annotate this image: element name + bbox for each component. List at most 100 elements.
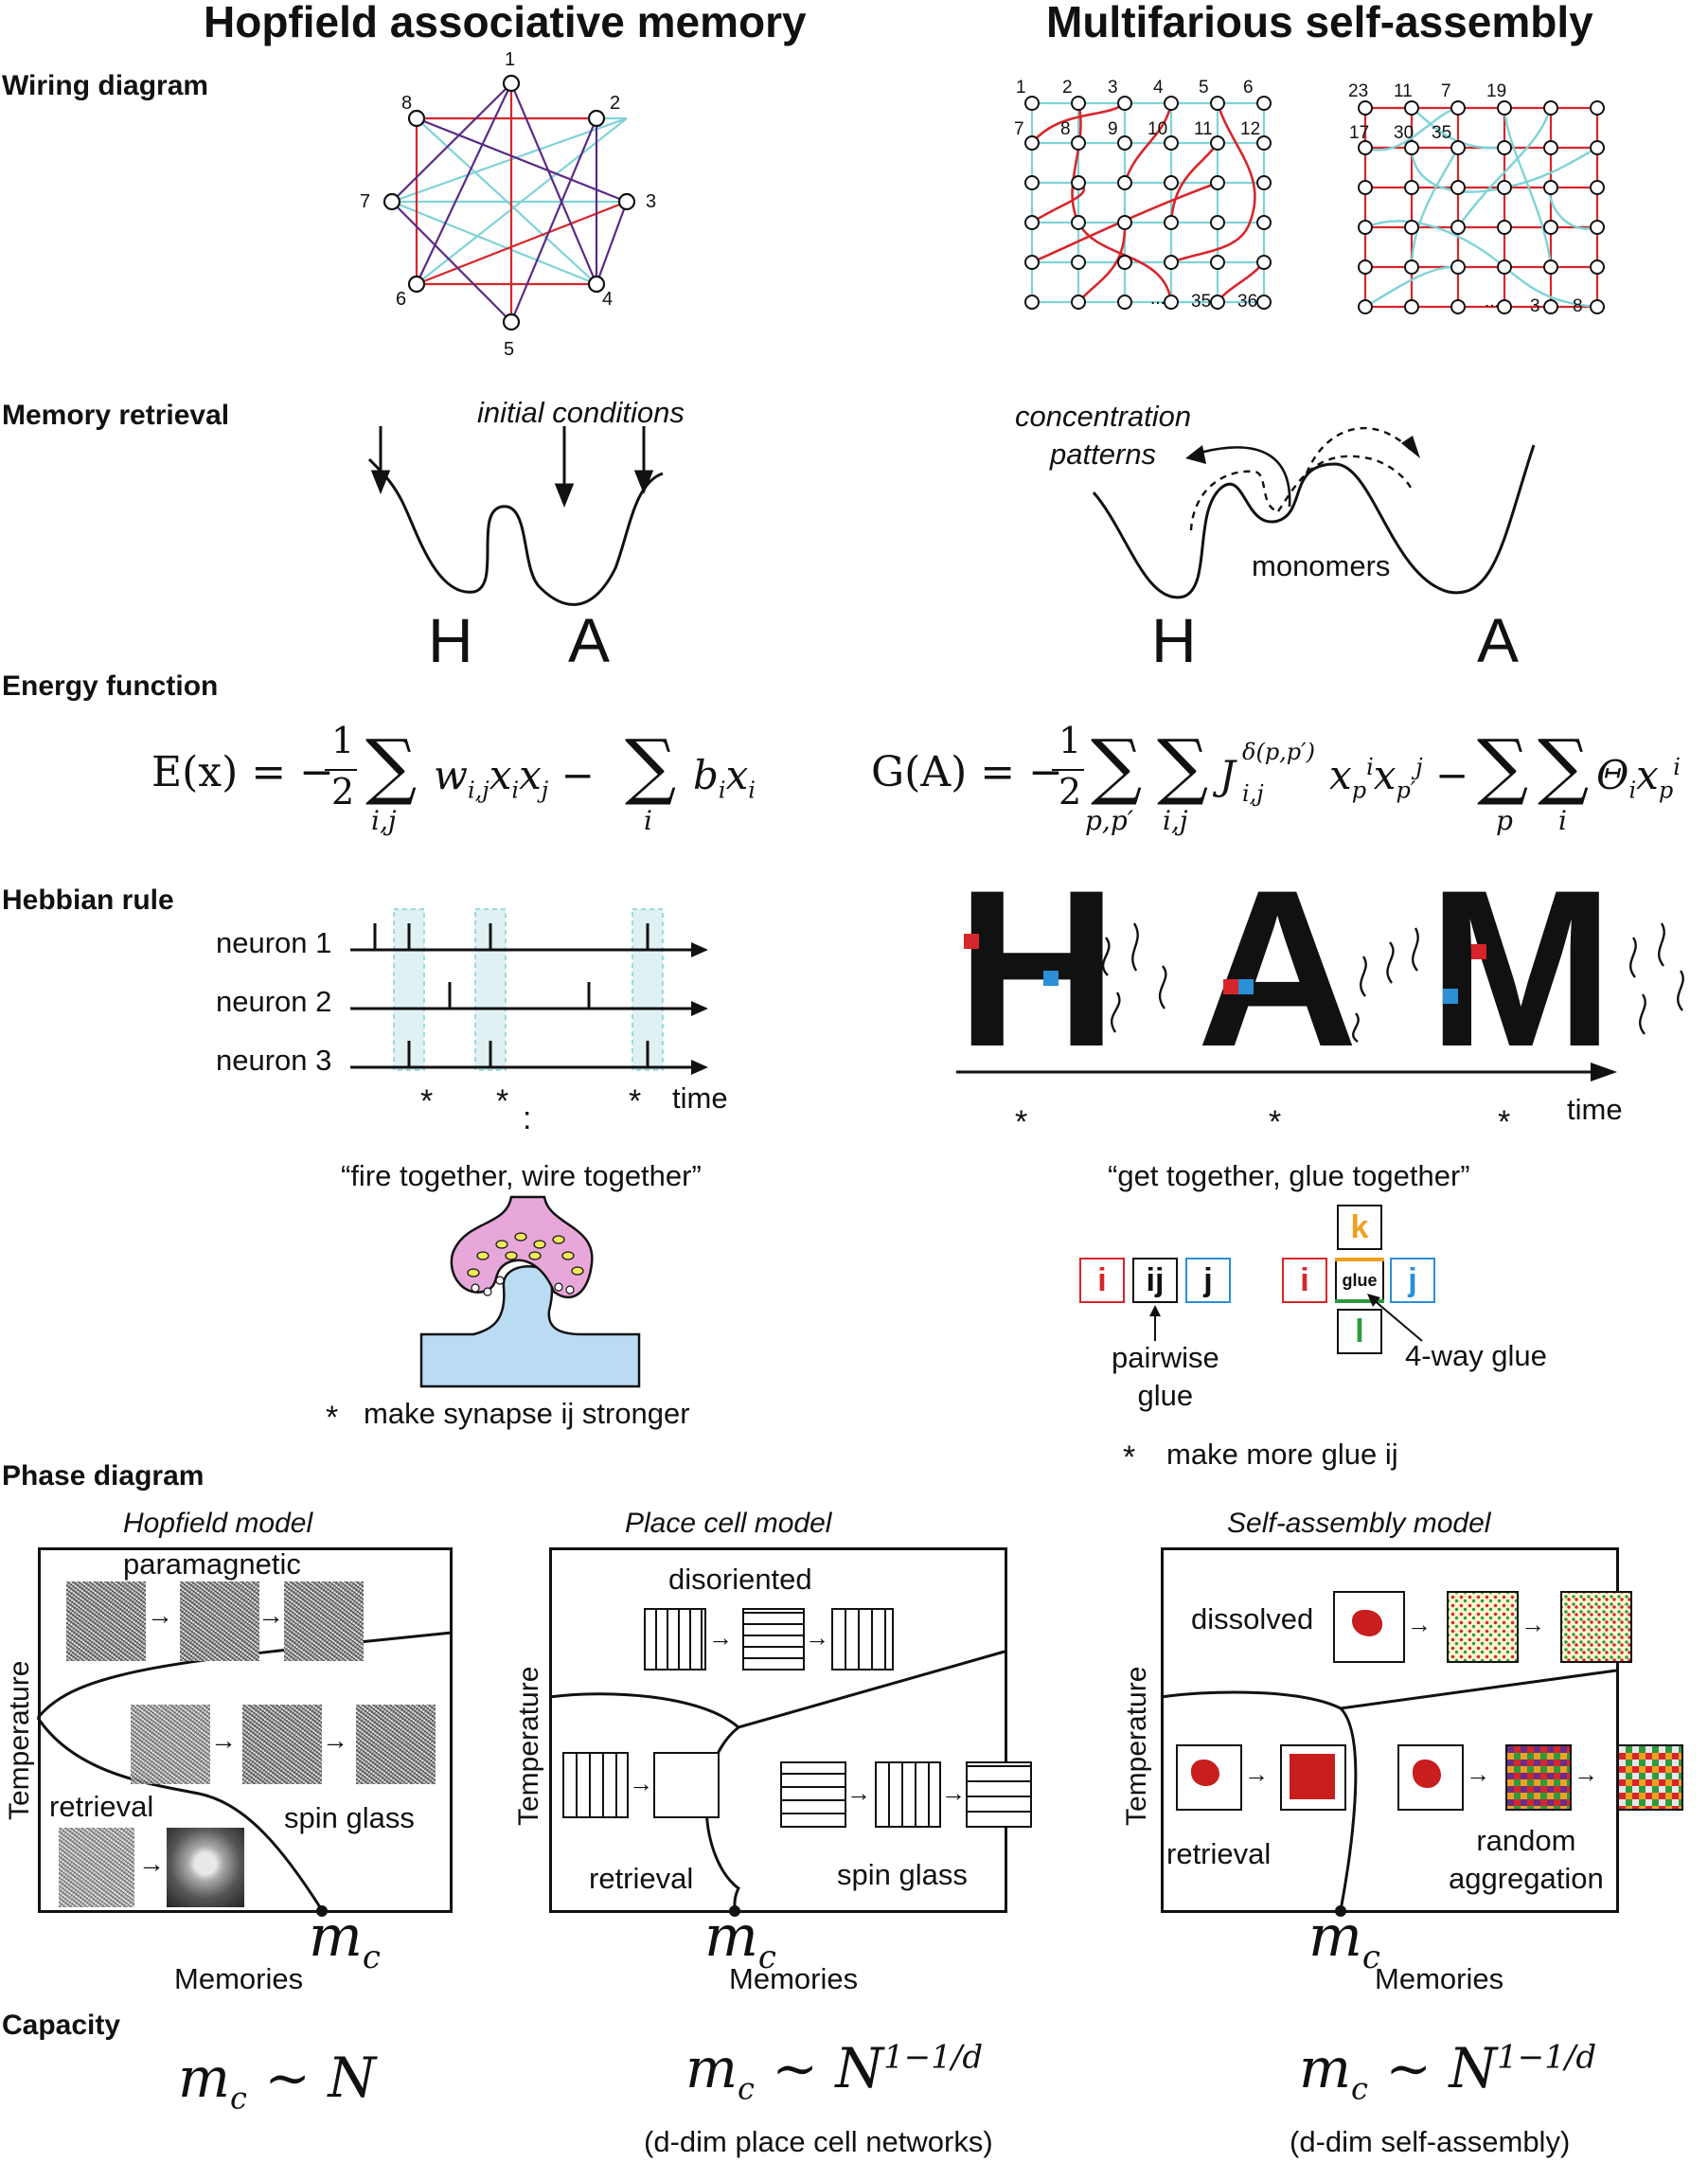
theta-term: Θixpi xyxy=(1596,752,1681,804)
sum-sign: ∑ xyxy=(625,724,677,808)
bias-term: bixi xyxy=(693,752,756,804)
grid-label: 35 xyxy=(1432,123,1452,143)
self-assembly-capacity-note: (d-dim self-assembly) xyxy=(1290,2125,1571,2158)
self-assembly-capacity: mc ∼ N1−1/d xyxy=(1299,2036,1596,2107)
sum-sign: ∑ xyxy=(1157,724,1209,808)
coincidence-star: * xyxy=(496,1083,509,1119)
mc-symbol: m xyxy=(704,1903,758,1970)
grid-label: 17 xyxy=(1349,123,1370,143)
sum-index: i xyxy=(1558,805,1567,836)
arrow-icon: → xyxy=(629,1769,653,1797)
energy-landscape-hopfield xyxy=(367,426,664,606)
pairwise-glue-label: pairwise glue xyxy=(1112,1341,1219,1412)
memories-axis-label: Memories xyxy=(1375,1962,1504,1995)
fourway-arrow xyxy=(1367,1294,1423,1342)
place-phase-frame xyxy=(549,1547,1007,1913)
tile-i: i xyxy=(1079,1258,1125,1303)
temperature-axis-label: Temperature xyxy=(513,1666,544,1826)
mc-label: mc xyxy=(1308,1903,1380,1976)
grid-label: 9 xyxy=(1108,119,1118,139)
mc-label: mc xyxy=(704,1903,776,1976)
grid-label: 7 xyxy=(1014,119,1024,139)
sum-index: p,p′ xyxy=(1085,805,1134,836)
hopfield-capacity: mc ∼ N xyxy=(178,2046,376,2117)
basin-H-right: H xyxy=(1151,605,1197,675)
section-wiring: Wiring diagram xyxy=(2,70,209,101)
energy-landscape-assembly xyxy=(1092,426,1536,599)
arrow-icon: → xyxy=(1574,1760,1598,1788)
sum-index: i xyxy=(644,805,652,836)
place-capacity: mc ∼ N1−1/d xyxy=(685,2036,983,2107)
mc-subscript: c xyxy=(1361,1939,1380,1976)
fourway-glue-label: 4-way glue xyxy=(1405,1339,1547,1372)
pairwise-arrow xyxy=(1149,1305,1161,1341)
synapse-note: make synapse ij stronger xyxy=(364,1397,690,1430)
assembly-icon xyxy=(1397,1744,1464,1811)
mc-symbol: m xyxy=(1308,1903,1362,1970)
tile-l: l xyxy=(1337,1309,1382,1354)
section-phase: Phase diagram xyxy=(2,1460,205,1492)
frac-bar xyxy=(325,769,357,771)
grid-label: 8 xyxy=(1573,296,1583,316)
self-assembly-model-title: Self-assembly model xyxy=(1227,1508,1491,1539)
weight-term: wi,jxixj − xyxy=(434,752,595,804)
dissolved-label: dissolved xyxy=(1191,1602,1314,1635)
hopfield-phase-frame xyxy=(38,1547,453,1913)
spin-glass-label: spin glass xyxy=(837,1858,968,1891)
disoriented-label: disoriented xyxy=(668,1563,812,1596)
frac-num: 1 xyxy=(331,720,355,761)
random-aggregate xyxy=(1505,1744,1572,1811)
concentration-patterns-label: concentration patterns xyxy=(1015,400,1192,471)
maze-icon xyxy=(742,1608,805,1671)
coupling-sup: δ(p,p′) xyxy=(1242,739,1315,765)
temperature-axis-label: Temperature xyxy=(4,1660,35,1820)
section-retrieval: Memory retrieval xyxy=(2,400,230,431)
grid-label: 10 xyxy=(1148,119,1168,139)
sum-sign: ∑ xyxy=(1091,724,1143,808)
frac-den: 2 xyxy=(331,771,355,813)
maze-icon xyxy=(831,1608,894,1671)
maze-icon xyxy=(875,1761,941,1828)
mc-symbol: m xyxy=(1299,2036,1351,2100)
grid-label: 6 xyxy=(1243,78,1254,98)
node-label: 2 xyxy=(610,93,621,114)
node-label: 6 xyxy=(396,289,407,310)
x-term: xpixp′j − xyxy=(1329,752,1469,804)
maze-icon xyxy=(966,1761,1032,1828)
sum-sign: ∑ xyxy=(1477,724,1529,808)
hopfield-energy-equation: E(x) = − 1 2 ∑ i,j wi,jxixj − ∑ i bixi xyxy=(151,720,776,852)
retrieval-label: retrieval xyxy=(1166,1837,1272,1870)
arrow-icon: → xyxy=(138,1849,165,1878)
arrow-icon: → xyxy=(210,1725,237,1755)
place-cell-model-title: Place cell model xyxy=(625,1508,832,1539)
grid-label: 11 xyxy=(1194,119,1213,139)
spike-trains xyxy=(350,908,708,1075)
tile-j: j xyxy=(1185,1258,1231,1303)
squiggles xyxy=(1101,922,1684,1043)
retrieval-label: retrieval xyxy=(589,1862,694,1895)
grid-label: ... xyxy=(1485,292,1500,312)
arrow-icon: → xyxy=(322,1725,348,1755)
sum-sign: ∑ xyxy=(365,724,418,808)
mc-subscript: c xyxy=(1351,2070,1368,2107)
neuron-3-label: neuron 3 xyxy=(216,1044,332,1077)
title-hopfield: Hopfield associative memory xyxy=(204,0,807,46)
arrow-icon: → xyxy=(147,1600,173,1630)
time-axis-right xyxy=(956,1063,1617,1081)
assembly-star: * xyxy=(1269,1104,1282,1140)
hopfield-network xyxy=(383,74,636,331)
red-monomer xyxy=(964,934,979,949)
time-label-right: time xyxy=(1567,1093,1623,1126)
grid-label: 30 xyxy=(1394,123,1414,143)
red-monomer xyxy=(1223,979,1238,994)
node-label: 3 xyxy=(646,191,657,212)
noisy-image xyxy=(284,1581,364,1661)
assembly-star: * xyxy=(1498,1104,1511,1140)
neuron-2-label: neuron 2 xyxy=(216,985,332,1018)
monomers-label: monomers xyxy=(1252,549,1391,582)
grid-label: 2 xyxy=(1062,78,1073,98)
sum-index: i,j xyxy=(371,805,397,836)
basin-A-right: A xyxy=(1477,605,1520,675)
coupling-term: J xyxy=(1219,752,1236,798)
section-hebbian: Hebbian rule xyxy=(2,884,174,916)
